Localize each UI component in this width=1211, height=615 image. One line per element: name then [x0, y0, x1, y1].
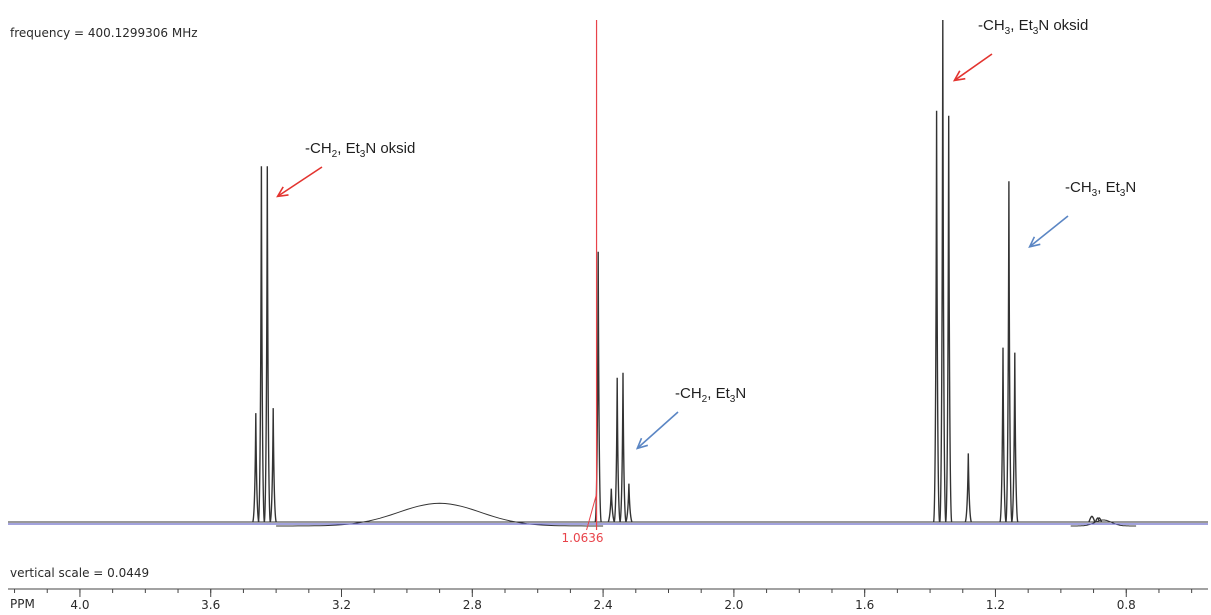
annotation-arrowhead: [276, 186, 289, 198]
spectrum-peak: [252, 413, 260, 523]
ppm-axis: PPM 4.0 3.6 3.2 2.8 2.4 2.0 1.6 1.2 0.8: [8, 588, 1208, 612]
broad-hump: [1070, 519, 1137, 527]
cursor-label: 1.0636: [562, 531, 604, 545]
cursor-tick: [586, 493, 598, 531]
spectrum-peak: [945, 115, 953, 523]
spectrum-peak: [613, 377, 621, 523]
spectrum-peak: [1005, 181, 1013, 523]
annotation-arrow: [277, 166, 323, 198]
spectrum-peaks: [252, 19, 1103, 523]
axis-label: PPM: [10, 597, 35, 611]
spectrum-peak: [939, 19, 947, 523]
annotation-label: -CH2, Et3N oksid: [305, 140, 415, 160]
annotation-arrowhead: [635, 437, 649, 450]
spectrum-peak: [269, 408, 277, 523]
axis-tick-label: 4.0: [70, 598, 89, 612]
spectrum-peak: [1094, 517, 1103, 523]
broad-hump: [276, 502, 604, 527]
peak-annotations: -CH2, Et3N oksid -CH2, Et3N -CH3, Et3N o…: [276, 17, 1136, 450]
spectrum-peak: [607, 488, 615, 523]
axis-tick-label: 2.4: [594, 598, 613, 612]
spectrum-peak: [619, 372, 627, 523]
axis-tick-label: 2.0: [724, 598, 743, 612]
vertical-scale-readout: vertical scale = 0.0449: [10, 566, 149, 580]
spectrum-peak: [964, 453, 972, 523]
axis-tick-label: 2.8: [463, 598, 482, 612]
spectrum-peak: [257, 166, 266, 523]
annotation-arrow: [1029, 215, 1069, 248]
annotation-arrowhead: [952, 70, 966, 82]
broad-humps: [8, 502, 1208, 527]
annotation-arrowhead: [1028, 236, 1041, 248]
annotation-label: -CH3, Et3N: [1065, 179, 1136, 199]
axis-tick-label: 3.6: [201, 598, 220, 612]
axis-tick-label: 3.2: [332, 598, 351, 612]
spectrum-peak: [1011, 352, 1019, 523]
axis-tick-label: 0.8: [1117, 598, 1136, 612]
annotation-arrow: [636, 411, 679, 449]
frequency-readout: frequency = 400.1299306 MHz: [10, 26, 198, 40]
axis-tick-label: 1.6: [855, 598, 874, 612]
spectrum-peak: [263, 166, 271, 523]
spectrum-peak: [932, 110, 941, 523]
spectrum-peak: [1088, 515, 1096, 523]
axis-tick-label: 1.2: [986, 598, 1005, 612]
spectrum-peak: [999, 347, 1007, 523]
annotation-label: -CH2, Et3N: [675, 385, 746, 405]
annotation-arrow: [953, 53, 993, 82]
annotation-label: -CH3, Et3N oksid: [978, 17, 1088, 37]
spectrum-peak: [625, 483, 633, 523]
